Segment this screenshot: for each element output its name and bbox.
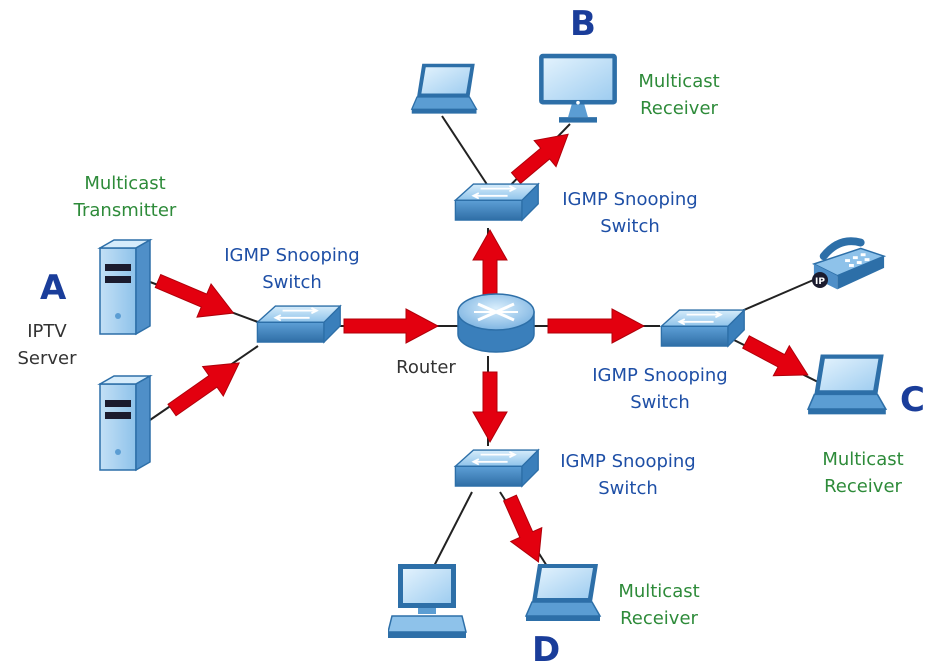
multicast-transmitter-label: Multicast Transmitter [60,170,190,224]
switch-b-label-line1: IGMP Snooping [562,189,698,210]
arrow-server-top-to-switch [154,273,235,318]
receiver-b-label-line2: Receiver [640,98,718,119]
arrow-switch-b-to-receiver [510,133,569,185]
pc-d-icon [388,563,467,639]
arrow-server-bottom-to-switch [167,362,241,417]
switch-a-icon [256,305,342,344]
switch-a-label: IGMP Snooping Switch [212,242,372,296]
receiver-b-label-line1: Multicast [638,71,720,92]
iptv-server-label-line1: IPTV [27,321,67,342]
arrow-router-to-switch-b [472,228,508,301]
link-switch-d-pc [431,491,473,571]
switch-c-label-line2: Switch [630,392,690,413]
iptv-server-label-line2: Server [17,348,77,369]
ip-badge-icon: IP [812,272,828,288]
switch-d-icon [454,449,540,488]
label-a: A [40,268,67,308]
iptv-server-bottom-icon [99,375,151,471]
laptop-receiver-d-icon [525,563,601,622]
receiver-d-label: Multicast Receiver [604,578,714,632]
switch-b-icon [454,183,540,222]
switch-d-label-line2: Switch [598,478,658,499]
multicast-transmitter-label-line1: Multicast [84,173,166,194]
switch-c-label-line1: IGMP Snooping [592,365,728,386]
switch-a-label-line1: IGMP Snooping [224,245,360,266]
receiver-c-label: Multicast Receiver [808,446,918,500]
multicast-transmitter-label-line2: Transmitter [73,200,177,221]
receiver-b-label: Multicast Receiver [624,68,734,122]
switch-c-label: IGMP Snooping Switch [580,362,740,416]
svg-text:IP: IP [815,277,825,287]
label-d: D [532,630,561,670]
switch-b-label: IGMP Snooping Switch [550,186,710,240]
arrow-router-to-switch-d [472,371,508,444]
switch-a-label-line2: Switch [262,272,322,293]
switch-d-label-line1: IGMP Snooping [560,451,696,472]
label-b: B [570,4,596,44]
router-icon [457,293,535,353]
arrow-switch-d-to-receiver [502,494,543,563]
label-c: C [900,380,925,420]
desktop-receiver-b-icon [539,53,617,123]
link-switch-b-laptop [441,115,489,187]
receiver-d-label-line1: Multicast [618,581,700,602]
laptop-b-icon [411,63,478,115]
arrow-switch-c-to-receiver [742,335,809,377]
multicast-arrows [154,133,809,563]
switch-b-label-line2: Switch [600,216,660,237]
receiver-d-label-line2: Receiver [620,608,698,629]
arrow-switch-to-router [343,308,440,344]
switch-d-label: IGMP Snooping Switch [548,448,708,502]
iptv-server-top-icon [99,239,151,335]
arrow-router-to-switch-c [547,308,646,344]
router-label: Router [396,357,456,378]
receiver-c-label-line1: Multicast [822,449,904,470]
switch-c-icon [660,309,746,348]
receiver-c-label-line2: Receiver [824,476,902,497]
iptv-server-label: IPTV Server [14,318,80,372]
laptop-receiver-c-icon [807,353,887,416]
